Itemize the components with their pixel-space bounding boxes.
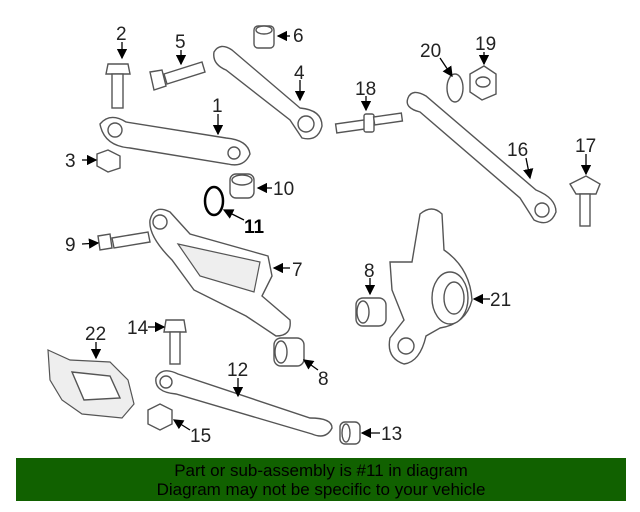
callout-16[interactable]: 16 — [507, 140, 528, 161]
snap-ring-11[interactable] — [203, 185, 225, 217]
callout-5[interactable]: 5 — [175, 32, 186, 53]
control-arm-12[interactable] — [155, 370, 333, 437]
parts-diagram: 1 2 3 4 5 6 7 8 8 9 10 11 12 13 14 15 16… — [47, 24, 601, 447]
callout-11-highlighted[interactable]: 11 — [244, 217, 265, 238]
bolt-17[interactable] — [569, 175, 601, 227]
bushing-13[interactable] — [339, 421, 361, 445]
trailing-arm-7[interactable] — [149, 208, 291, 337]
callout-22[interactable]: 22 — [85, 324, 106, 345]
nut-3[interactable] — [96, 149, 121, 173]
control-arm-1[interactable] — [99, 116, 251, 166]
callout-9[interactable]: 9 — [65, 235, 76, 256]
callout-1[interactable]: 1 — [212, 96, 223, 117]
notice-line-2: Diagram may not be specific to your vehi… — [156, 480, 486, 499]
control-arm-4[interactable] — [213, 45, 323, 140]
callout-12[interactable]: 12 — [227, 360, 248, 381]
callout-18[interactable]: 18 — [355, 79, 376, 100]
callout-3[interactable]: 3 — [65, 151, 76, 172]
washer-20[interactable] — [446, 73, 464, 103]
notice-line-1: Part or sub-assembly is #11 in diagram — [174, 461, 468, 480]
callout-2[interactable]: 2 — [116, 24, 127, 45]
bushing-10[interactable] — [229, 173, 255, 199]
callout-8-upper[interactable]: 8 — [364, 261, 375, 282]
callout-13[interactable]: 13 — [381, 424, 402, 445]
bolt-9[interactable] — [97, 231, 151, 251]
leader-lines — [81, 30, 592, 439]
callout-labels: 1 2 3 4 5 6 7 8 8 9 10 11 12 13 14 15 16… — [65, 24, 596, 447]
callout-21[interactable]: 21 — [490, 290, 511, 311]
bushing-8-upper[interactable] — [355, 297, 387, 327]
bolt-5[interactable] — [149, 61, 206, 91]
callout-20[interactable]: 20 — [420, 41, 441, 62]
heat-shield-22[interactable] — [47, 349, 135, 419]
bolt-2[interactable] — [105, 63, 131, 109]
diagram-notice-banner: Part or sub-assembly is #11 in diagram D… — [16, 458, 626, 501]
nut-15[interactable] — [147, 403, 173, 431]
callout-4[interactable]: 4 — [294, 63, 305, 84]
pin-18[interactable] — [334, 112, 404, 134]
callout-10[interactable]: 10 — [273, 179, 294, 200]
callout-7[interactable]: 7 — [292, 260, 303, 281]
callout-14[interactable]: 14 — [127, 318, 149, 339]
knuckle-21[interactable] — [388, 208, 473, 365]
nut-6[interactable] — [253, 25, 275, 49]
bushing-8-lower[interactable] — [273, 337, 305, 367]
bolt-14[interactable] — [163, 319, 187, 365]
callout-15[interactable]: 15 — [190, 426, 211, 447]
callout-6[interactable]: 6 — [293, 26, 304, 47]
callout-19[interactable]: 19 — [475, 34, 496, 55]
bushing-19[interactable] — [469, 65, 497, 101]
callout-8-lower[interactable]: 8 — [318, 369, 329, 390]
control-arm-16[interactable] — [406, 91, 557, 224]
callout-17[interactable]: 17 — [575, 136, 596, 157]
